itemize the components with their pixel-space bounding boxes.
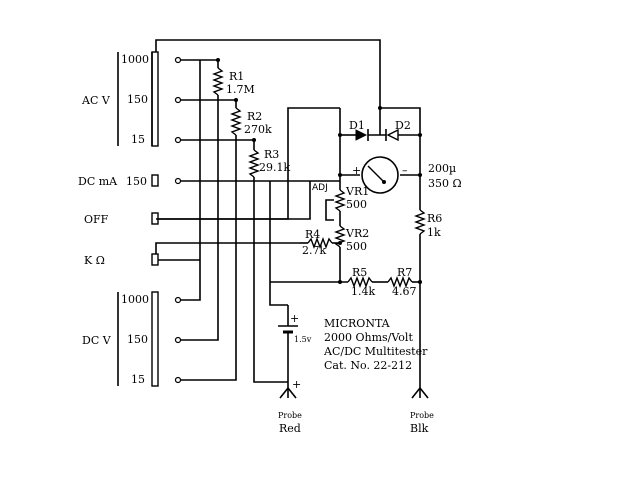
r4-name: R4: [305, 228, 320, 241]
dc-ma-label: DC mA: [78, 175, 118, 188]
meter-plus: +: [352, 164, 361, 177]
switch-terminals: [174, 56, 182, 384]
probe-red-plus: +: [292, 378, 301, 391]
r2-name: R2: [247, 110, 262, 123]
ac-1000-label: 1000: [121, 53, 149, 66]
vr2-name: VR2: [345, 227, 369, 240]
diode-d2: [385, 128, 399, 142]
title-product: AC/DC Multitester: [323, 345, 428, 358]
r7-value: 4.67: [392, 285, 417, 298]
title-catalog: Cat. No. 22-212: [324, 359, 412, 372]
off-label: OFF: [84, 213, 109, 226]
dc-150-label: 150: [127, 333, 148, 346]
vr1-name: VR1: [345, 185, 369, 198]
r1-name: R1: [229, 70, 244, 83]
probe-blk: [411, 386, 429, 399]
ac-v-label: AC V: [81, 94, 111, 107]
probe-red-color: Red: [279, 422, 301, 435]
ac-15-label: 15: [131, 133, 145, 146]
d1-label: D1: [349, 119, 365, 132]
r6-value: 1k: [427, 226, 441, 239]
meter-minus: –: [402, 164, 408, 177]
dc-15-label: 15: [131, 373, 145, 386]
meter-resistance: 350 Ω: [428, 177, 462, 190]
ac-v-switch-bar: [151, 51, 159, 147]
dc-v-label: DC V: [82, 334, 112, 347]
r6-name: R6: [427, 212, 442, 225]
battery-plus: +: [290, 312, 299, 325]
probe-red-label: Probe: [278, 411, 302, 420]
title-sensitivity: 2000 Ohms/Volt: [324, 331, 413, 344]
probe-red: [279, 382, 297, 399]
probe-blk-label: Probe: [410, 411, 434, 420]
ac-150-label: 150: [127, 93, 148, 106]
labels: AC V DC mA OFF K Ω DC V 1000 150 15 150 …: [78, 53, 462, 435]
meter-movement: [361, 156, 399, 194]
adj-label: ADJ: [312, 183, 328, 193]
dc-v-switch-bar: [151, 291, 159, 387]
kohm-label: K Ω: [84, 254, 105, 267]
r2-value: 270k: [244, 123, 272, 136]
probe-blk-color: Blk: [410, 422, 429, 435]
diode-d1: [355, 129, 369, 141]
r5-value: 1.4k: [351, 285, 375, 298]
battery-voltage: 1.5v: [294, 335, 312, 344]
switch-bars: [117, 51, 159, 387]
kohm-switch-box: [151, 253, 159, 266]
dc-1000-label: 1000: [121, 293, 149, 306]
dc-ma-switch-box: [151, 174, 159, 187]
r3-name: R3: [264, 148, 279, 161]
r3-value: 29.1k: [259, 161, 290, 174]
r4-value: 2.7k: [302, 244, 326, 257]
r1-value: 1.7M: [226, 83, 255, 96]
vr2-value: 500: [346, 240, 367, 253]
meter-current: 200µ: [428, 162, 456, 175]
r7-name: R7: [397, 266, 412, 279]
d2-label: D2: [395, 119, 411, 132]
vr1-value: 500: [346, 198, 367, 211]
title-brand: MICRONTA: [324, 317, 391, 330]
dc-ma-150-label: 150: [126, 175, 147, 188]
r5-name: R5: [352, 266, 367, 279]
junction-dots: [216, 58, 422, 284]
